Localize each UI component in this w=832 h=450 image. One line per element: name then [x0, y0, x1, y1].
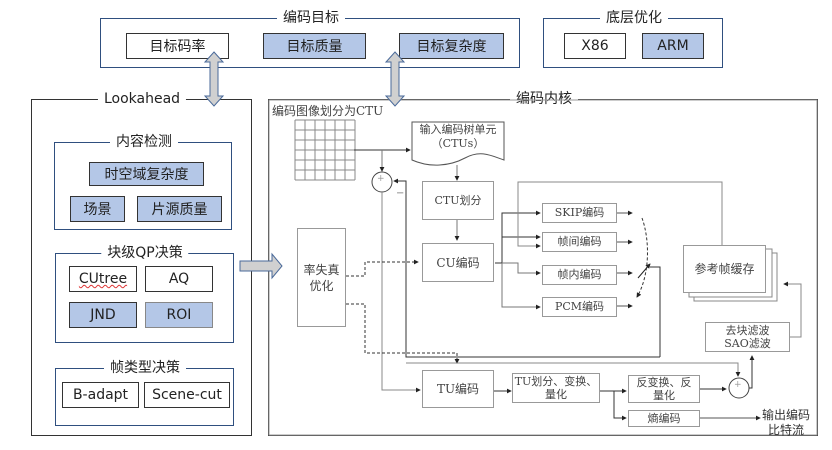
block-qp-group: 块级QP决策 CUtree AQ JND ROI — [55, 244, 234, 343]
ctu-split-caption: 编码图像划分为CTU — [272, 104, 384, 118]
output-line2: 比特流 — [768, 423, 805, 437]
ref-buffer-box[interactable]: 参考帧缓存 — [683, 245, 766, 293]
transform-to-entropy-arrow — [613, 391, 627, 421]
spatiotemporal-complexity-chip[interactable]: 时空域复杂度 — [89, 162, 204, 186]
cutree-label: CUtree — [78, 271, 128, 287]
content-detection-group: 内容检测 时空域复杂度 场景 片源质量 — [54, 133, 232, 230]
residual-to-tu-arrow — [381, 192, 421, 393]
rdo-line2: 优化 — [309, 278, 334, 293]
switch-output-line — [650, 266, 661, 357]
tu-transform-box[interactable]: TU划分、变换、 量化 — [512, 373, 600, 403]
mode-switch-lever — [637, 263, 651, 279]
filter-line2: SAO滤波 — [724, 337, 771, 350]
reconstruct-to-filter-arrow — [749, 355, 755, 389]
source-quality-chip[interactable]: 片源质量 — [137, 196, 222, 222]
input-ctu-line2: （CTUs） — [431, 137, 485, 150]
target-quality-chip[interactable]: 目标质量 — [263, 33, 366, 59]
cu-to-intra-arrow — [502, 262, 541, 276]
lookahead-title: Lookahead — [97, 90, 187, 108]
reconstruct-plus-sign: + — [734, 380, 742, 390]
scene-cut-chip[interactable]: Scene-cut — [144, 382, 230, 408]
loop-filter-box[interactable]: 去块滤波 SAO滤波 — [705, 322, 790, 352]
target-bitrate-chip[interactable]: 目标码率 — [126, 33, 229, 59]
tu-encode-box[interactable]: TU编码 — [422, 370, 494, 408]
ctu-partition-box[interactable]: CTU划分 — [422, 181, 494, 220]
roi-chip[interactable]: ROI — [145, 302, 213, 328]
cu-to-pcm-arrow — [501, 263, 541, 310]
inter-mode-box[interactable]: 帧间编码 — [542, 232, 617, 252]
cutree-chip[interactable]: CUtree — [69, 266, 137, 292]
rdo-box[interactable]: 率失真 优化 — [297, 228, 346, 327]
frame-type-title: 帧类型决策 — [104, 359, 186, 377]
output-bitstream-label: 输出编码 比特流 — [762, 408, 810, 438]
content-detection-title: 内容检测 — [110, 133, 178, 151]
intra-mode-box[interactable]: 帧内编码 — [542, 265, 617, 285]
updown-arrow-core — [384, 51, 406, 107]
target-complexity-chip[interactable]: 目标复杂度 — [399, 33, 504, 59]
low-level-opt-title: 底层优化 — [600, 9, 668, 27]
encoder-core-title: 编码内核 — [510, 90, 578, 108]
tu-transform-line2: 量化 — [545, 388, 567, 401]
rdo-to-cu-arrow — [346, 259, 419, 277]
filter-line1: 去块滤波 — [725, 324, 770, 337]
frame-type-group: 帧类型决策 B-adapt Scene-cut — [55, 359, 234, 426]
scene-chip[interactable]: 场景 — [70, 196, 125, 222]
input-ctu-label: 输入编码树单元 （CTUs） — [412, 123, 504, 151]
tu-transform-line1: TU划分、变换、 — [514, 375, 598, 388]
lookahead-group: Lookahead 内容检测 时空域复杂度 场景 片源质量 块级QP决策 CUt… — [31, 90, 252, 436]
low-level-opt-group: 底层优化 X86 ARM — [543, 9, 723, 68]
ref-to-inter-arrow — [517, 181, 723, 249]
block-qp-title: 块级QP决策 — [101, 244, 189, 262]
x86-chip[interactable]: X86 — [564, 33, 626, 59]
ctu-grid-icon — [294, 119, 356, 181]
input-ctu-shape — [411, 121, 505, 166]
prediction-feedback-arrow — [393, 178, 660, 358]
output-line1: 输出编码 — [762, 408, 811, 422]
cu-to-skip-arrow — [495, 210, 541, 264]
inverse-transform-line1: 反变换、反 — [636, 376, 692, 389]
mode-switch-arc — [636, 217, 648, 298]
pcm-mode-box[interactable]: PCM编码 — [542, 297, 617, 317]
rdo-line1: 率失真 — [303, 262, 340, 277]
right-arrow-lookahead-to-core — [239, 252, 283, 280]
rdo-to-tu-arrow — [346, 303, 460, 364]
inverse-transform-line2: 量化 — [653, 389, 675, 402]
arm-chip[interactable]: ARM — [642, 33, 704, 59]
encoding-target-title: 编码目标 — [277, 9, 345, 27]
adder-plus-sign: + — [377, 174, 385, 184]
adder-minus-sign: − — [396, 188, 405, 199]
cu-encode-box[interactable]: CU编码 — [422, 243, 494, 282]
prediction-to-reconstruct-arrow — [406, 362, 741, 377]
jnd-chip[interactable]: JND — [69, 302, 137, 328]
input-ctu-line1: 输入编码树单元 — [419, 123, 497, 136]
updown-arrow-lookahead — [203, 51, 225, 107]
skip-mode-box[interactable]: SKIP编码 — [542, 203, 617, 223]
b-adapt-chip[interactable]: B-adapt — [62, 382, 139, 408]
inverse-transform-box[interactable]: 反变换、反 量化 — [628, 375, 700, 403]
entropy-box[interactable]: 熵编码 — [628, 410, 700, 427]
aq-chip[interactable]: AQ — [145, 266, 213, 292]
filter-to-ref-arrow — [783, 281, 802, 338]
encoding-target-group: 编码目标 目标码率 目标质量 目标复杂度 — [100, 9, 520, 68]
